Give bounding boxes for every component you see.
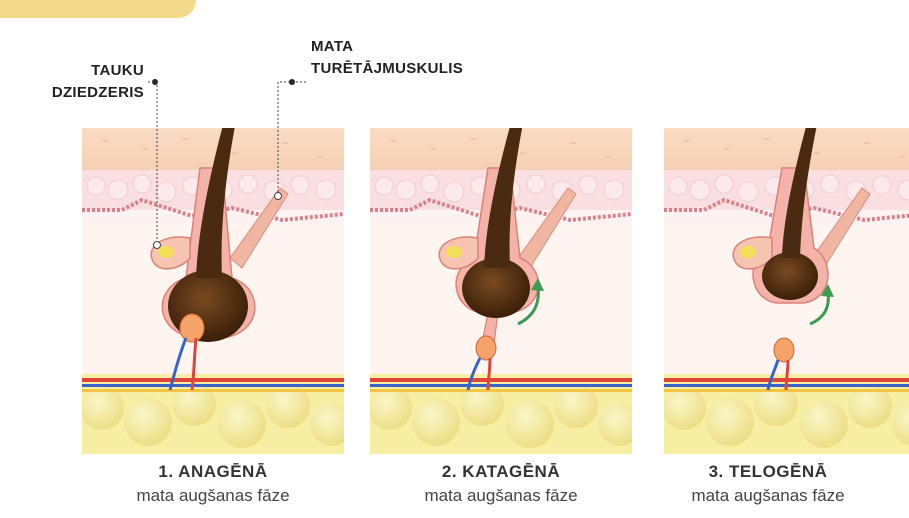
stage-subtitle: mata augšanas fāze — [73, 486, 353, 506]
stage-title: 3. TELOGĒNĀ — [628, 462, 908, 482]
caption-catagen: 2. KATAGĒNĀ mata augšanas fāze — [361, 462, 641, 506]
stage-subtitle: mata augšanas fāze — [628, 486, 908, 506]
stage-title: 1. ANAGĒNĀ — [73, 462, 353, 482]
caption-telogen: 3. TELOGĒNĀ mata augšanas fāze — [628, 462, 908, 506]
stage-subtitle: mata augšanas fāze — [361, 486, 641, 506]
stage-title: 2. KATAGĒNĀ — [361, 462, 641, 482]
caption-anagen: 1. ANAGĒNĀ mata augšanas fāze — [73, 462, 353, 506]
